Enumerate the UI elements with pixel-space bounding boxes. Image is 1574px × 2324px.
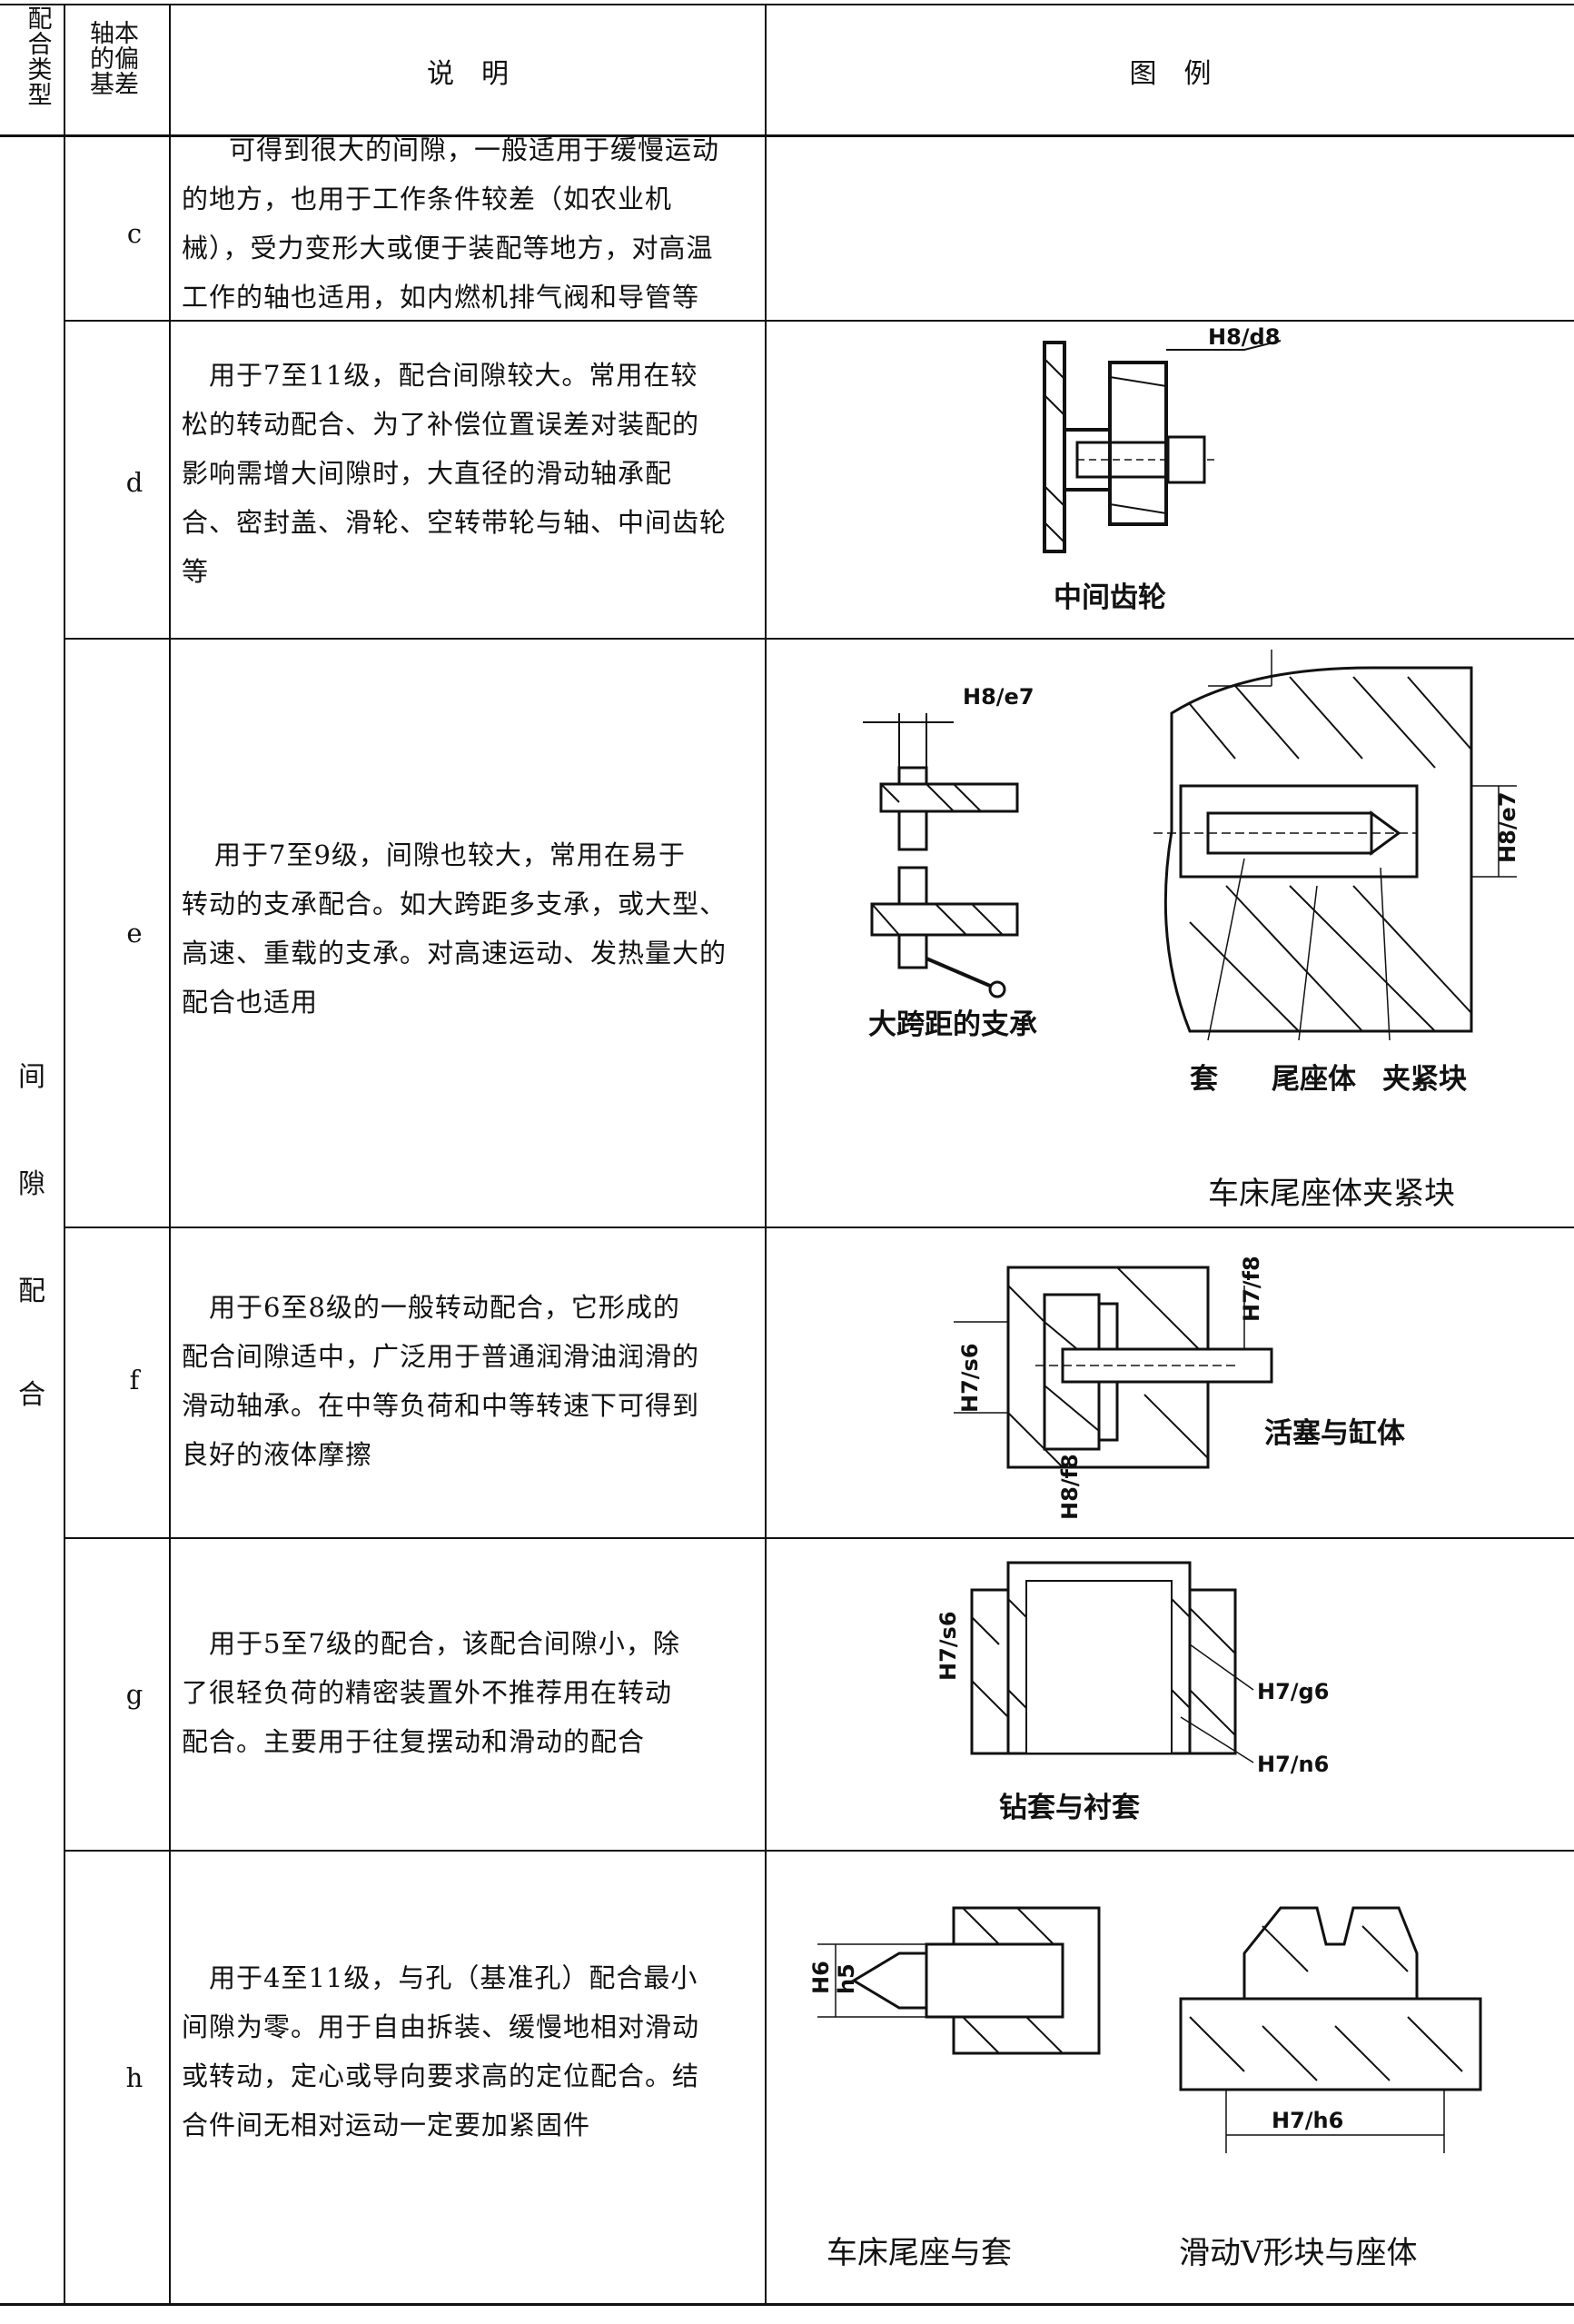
desc-line: 械），受力变形大或便于装配等地方，对高温 (182, 233, 714, 263)
description-c: 可得到很大的间隙，一般适用于缓慢运动 的地方，也用于工作条件较差（如农业机 械）… (182, 125, 754, 322)
col-divider-3 (765, 4, 767, 2303)
desc-line: 配合也适用 (182, 987, 319, 1018)
description-g: 用于5至7级的配合，该配合间隙小，除 了很轻负荷的精密装置外不推荐用在转动 配合… (182, 1619, 754, 1766)
drill-bushing-figure: H7/s6 H7/g6 H7/n6 (935, 1561, 1329, 1777)
desc-line: 影响需增大间隙时，大直径的滑动轴承配 (182, 458, 673, 489)
label-h8-f8: H8/f8 (1057, 1454, 1083, 1520)
intermediate-gear-figure: H8/d8 (1043, 324, 1282, 553)
row-divider-f-g (64, 1537, 1574, 1539)
tailstock-sleeve-figure: H6 h5 (808, 1906, 1101, 2055)
caption-drill-bushing: 钻套与衬套 (999, 1792, 1140, 1824)
tailstock-clamp-figure: H8/e7 (1153, 650, 1517, 1041)
table-top-border (0, 4, 1574, 5)
caption-lathe-tailstock-clamp: 车床尾座体夹紧块 (1208, 1176, 1455, 1212)
desc-line: 或转动，定心或导向要求高的定位配合。结 (182, 2061, 700, 2091)
deviation-h: h (125, 2062, 144, 2093)
caption-lathe-tailstock-sleeve: 车床尾座与套 (827, 2235, 1012, 2271)
caption-long-span-support: 大跨距的支承 (868, 1008, 1037, 1041)
desc-line: 配合。主要用于往复摆动和滑动的配合 (182, 1726, 646, 1757)
long-span-support-figure: H8/e7 (863, 684, 1034, 998)
description-h: 用于4至11级，与孔（基准孔）配合最小 间隙为零。用于自由拆装、缓慢地相对滑动 … (182, 1953, 754, 2150)
header-shaft-deviation: 轴本的偏基差 (90, 20, 139, 99)
group-label-char-4: 合 (18, 1379, 45, 1411)
desc-line: 可得到很大的间隙，一般适用于缓慢运动 (229, 134, 720, 165)
label-h6: H6 (808, 1961, 834, 1994)
caption-intermediate-gear: 中间齿轮 (1054, 581, 1166, 614)
header-illustration: 图 例 (1129, 58, 1212, 90)
desc-line: 用于6至8级的一般转动配合，它形成的 (209, 1292, 680, 1323)
row-divider-e-f (64, 1227, 1574, 1228)
v-block-seat-figure: H7/h6 (1179, 1906, 1482, 2153)
desc-line: 合、密封盖、滑轮、空转带轮与轴、中间齿轮 (182, 507, 728, 538)
piston-cylinder-figure: H7/s6 H7/f8 H8/f8 (954, 1256, 1273, 1520)
label-h7-g6: H7/g6 (1257, 1679, 1329, 1704)
caption-tailstock-body: 尾座体 (1272, 1063, 1356, 1096)
caption-clamp-block: 夹紧块 (1382, 1063, 1467, 1096)
row-divider-c-d (64, 320, 1574, 322)
label-h8-d8: H8/d8 (1208, 324, 1280, 350)
desc-line: 用于4至11级，与孔（基准孔）配合最小 (209, 1962, 698, 1993)
desc-line: 等 (182, 556, 210, 587)
deviation-d: d (125, 467, 144, 498)
label-h8-e7-vertical: H8/e7 (1495, 791, 1517, 863)
group-label-char-1: 间 (18, 1061, 45, 1093)
col-divider-2 (169, 4, 171, 2303)
caption-sleeve: 套 (1190, 1063, 1218, 1096)
desc-line: 工作的轴也适用，如内燃机排气阀和导管等 (182, 282, 700, 313)
col-divider-1 (64, 4, 65, 2303)
header-bottom-border (0, 134, 1574, 137)
desc-line: 松的转动配合、为了补偿位置误差对装配的 (182, 409, 700, 440)
desc-line: 高速、重载的支承。对高速运动、发热量大的 (182, 938, 728, 968)
caption-v-block-seat: 滑动V形块与座体 (1179, 2235, 1418, 2271)
desc-line: 用于7至9级，间隙也较大，常用在易于 (214, 839, 686, 870)
deviation-e: e (126, 918, 143, 948)
deviation-g: g (125, 1679, 144, 1710)
deviation-f: f (129, 1365, 140, 1395)
label-h8-e7: H8/e7 (963, 684, 1034, 710)
description-f: 用于6至8级的一般转动配合，它形成的 配合间隙适中，广泛用于普通润滑油润滑的 滑… (182, 1283, 754, 1479)
desc-line: 滑动轴承。在中等负荷和中等转速下可得到 (182, 1390, 700, 1421)
caption-piston-cylinder: 活塞与缸体 (1264, 1417, 1405, 1450)
desc-line: 用于7至11级，配合间隙较大。常用在较 (209, 360, 698, 391)
desc-line: 的地方，也用于工作条件较差（如农业机 (182, 184, 673, 214)
group-label-char-3: 配 (18, 1276, 45, 1307)
desc-line: 配合间隙适中，广泛用于普通润滑油润滑的 (182, 1341, 700, 1372)
desc-line: 了很轻负荷的精密装置外不推荐用在转动 (182, 1677, 673, 1708)
deviation-c: c (126, 218, 143, 249)
desc-line: 合件间无相对运动一定要加紧固件 (182, 2110, 591, 2140)
description-e: 用于7至9级，间隙也较大，常用在易于 转动的支承配合。如大跨距多支承，或大型、 … (182, 830, 754, 1027)
label-h7-n6: H7/n6 (1257, 1752, 1329, 1777)
label-h7-f8: H7/f8 (1239, 1256, 1264, 1322)
row-divider-d-e (64, 638, 1574, 640)
desc-line: 间隙为零。用于自由拆装、缓慢地相对滑动 (182, 2011, 700, 2042)
label-h7-s6-g: H7/s6 (935, 1611, 961, 1681)
header-description: 说 明 (427, 58, 509, 90)
group-label-char-2: 隙 (18, 1168, 45, 1200)
row-divider-g-h (64, 1850, 1574, 1852)
header-fit-type: 配合类型 (27, 5, 53, 110)
desc-line: 转动的支承配合。如大跨距多支承，或大型、 (182, 889, 728, 919)
desc-line: 良好的液体摩擦 (182, 1439, 373, 1470)
desc-line: 用于5至7级的配合，该配合间隙小，除 (209, 1628, 680, 1659)
description-d: 用于7至11级，配合间隙较大。常用在较 松的转动配合、为了补偿位置误差对装配的 … (182, 351, 754, 596)
table-bottom-border (0, 2303, 1574, 2306)
label-h7-h6: H7/h6 (1272, 2108, 1343, 2133)
label-h7-s6: H7/s6 (957, 1343, 983, 1413)
label-h5: h5 (834, 1963, 859, 1994)
